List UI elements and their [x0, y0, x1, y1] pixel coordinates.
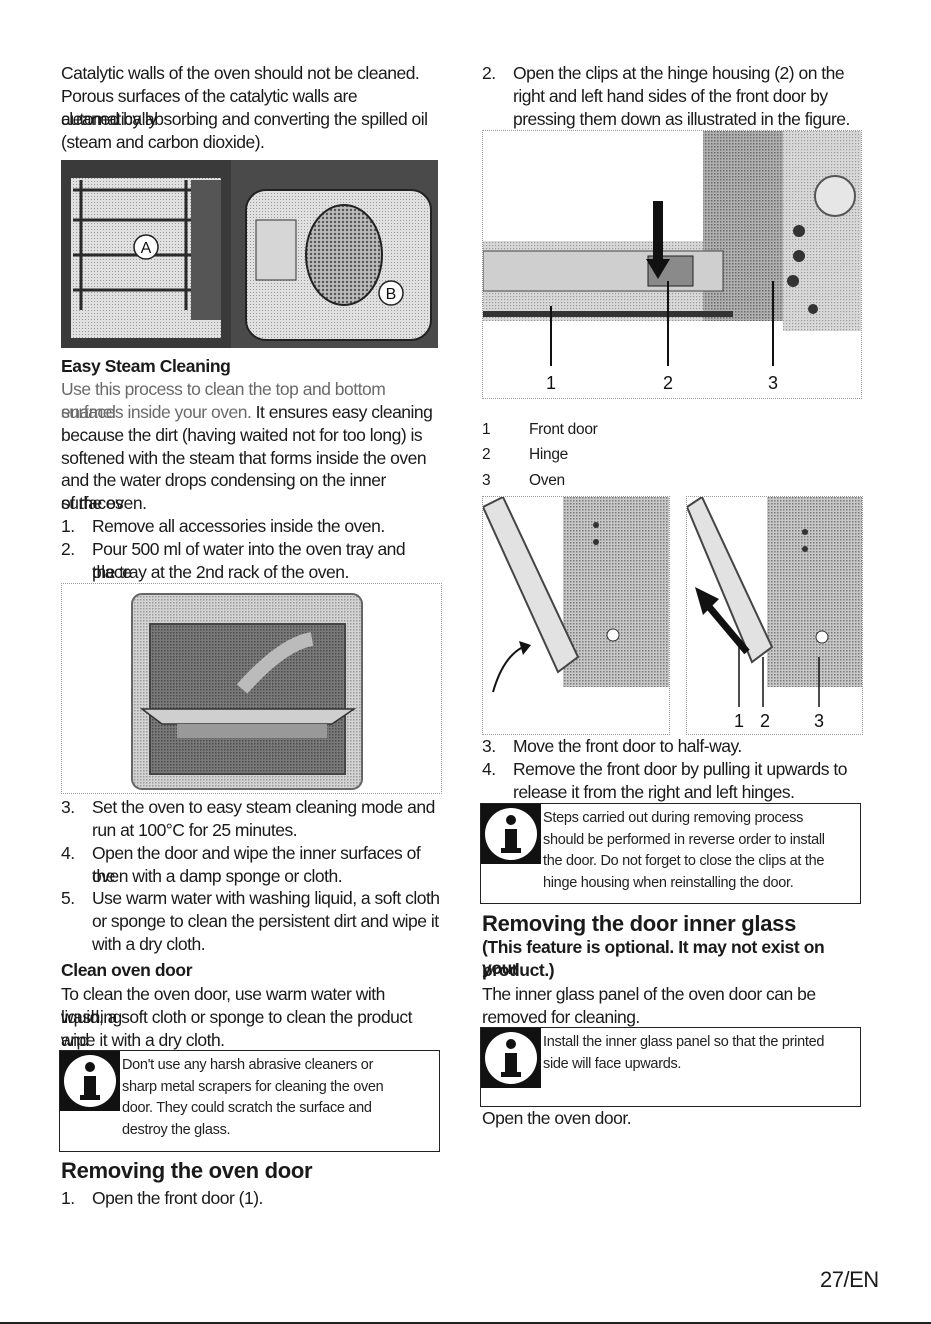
note-line: door. They could scratch the surface and — [122, 1100, 372, 1116]
step-text: Move the front door to half-way. — [513, 736, 742, 756]
note-line: should be performed in reverse order to … — [543, 831, 825, 848]
optional-subtitle: product.) — [482, 960, 555, 980]
door-line: To clean the oven door, use warm water w… — [61, 984, 385, 1027]
fig-number: 3 — [768, 373, 778, 393]
info-icon — [481, 804, 541, 864]
steam-line: because the dirt (having waited not for … — [61, 425, 423, 445]
door-lift-figure: 1 2 3 — [686, 496, 863, 735]
install-note: Install the inner glass panel so that th… — [480, 1027, 861, 1107]
door-line: liquid, a soft cloth or sponge to clean … — [61, 1007, 413, 1050]
label-b: B — [386, 286, 397, 303]
legend-label: Oven — [529, 472, 565, 489]
note-line: side will face upwards. — [543, 1055, 682, 1072]
step-text: with a dry cloth. — [92, 934, 206, 954]
step-number: 3. — [61, 797, 75, 817]
step-number: 4. — [482, 759, 496, 779]
info-icon — [481, 1028, 541, 1088]
step-number: 1. — [61, 516, 75, 536]
note-line: Install the inner glass panel so that th… — [543, 1034, 825, 1050]
legend-number: 2 — [482, 446, 491, 463]
fig-number: 1 — [546, 373, 556, 393]
label-a: A — [141, 240, 152, 257]
page-number: 27/EN — [820, 1267, 879, 1292]
warning-note: Don't use any harsh abrasive cleaners or… — [59, 1050, 440, 1152]
step-number: 4. — [61, 843, 75, 863]
step-text: release it from the right and left hinge… — [513, 782, 795, 802]
step-text: pressing them down as illustrated in the… — [513, 109, 850, 129]
step-number: 2. — [482, 63, 496, 83]
note-line: sharp metal scrapers for cleaning the ov… — [122, 1078, 384, 1095]
step-number: 1. — [61, 1188, 75, 1208]
steam-cleaning-title: Easy Steam Cleaning — [61, 356, 231, 376]
step-text: Remove the front door by pulling it upwa… — [513, 759, 848, 779]
step-text: Remove all accessories inside the oven. — [92, 516, 385, 536]
step-text: Open the clips at the hinge housing (2) … — [513, 63, 845, 83]
note-text: Don't use any harsh abrasive cleaners or… — [122, 1055, 433, 1141]
fig-number: 2 — [760, 711, 770, 731]
step-text: Use warm water with washing liquid, a so… — [92, 888, 440, 908]
note-text: Steps carried out during removing proces… — [543, 808, 854, 894]
legend-number: 3 — [482, 472, 491, 489]
step-number: 5. — [61, 888, 75, 908]
hinge-figure: 1 2 3 — [482, 130, 862, 399]
step-text: run at 100°C for 25 minutes. — [92, 820, 298, 840]
note-text: Install the inner glass panel so that th… — [543, 1032, 854, 1075]
legend-number: 1 — [482, 421, 491, 438]
step-number: 3. — [482, 736, 496, 756]
step-text: oven with a damp sponge or cloth. — [92, 866, 343, 886]
info-note: Steps carried out during removing proces… — [480, 803, 861, 904]
step-text: the tray at the 2nd rack of the oven. — [92, 562, 349, 582]
door-line: wipe it with a dry cloth. — [61, 1030, 225, 1050]
intro-line: (steam and carbon dioxide). — [61, 132, 265, 152]
label-a-circle — [133, 234, 159, 260]
note-line: hinge housing when reinstalling the door… — [543, 874, 794, 891]
inner-glass-title: Removing the door inner glass — [482, 911, 797, 936]
step-text: Open the door and wipe the inner surface… — [92, 843, 421, 886]
intro-line: Porous surfaces of the catalytic walls a… — [61, 86, 358, 129]
clean-door-title: Clean oven door — [61, 960, 193, 980]
note-line: Steps carried out during removing proces… — [543, 810, 804, 826]
catalytic-walls-figure: A B — [61, 160, 438, 348]
legend-label: Hinge — [529, 446, 568, 463]
steam-line: and the water drops condensing on the in… — [61, 470, 386, 513]
legend-label: Front door — [529, 421, 598, 438]
fig-number: 3 — [814, 711, 824, 731]
step-text: or sponge to clean the persistent dirt a… — [92, 911, 439, 931]
note-line: destroy the glass. — [122, 1121, 231, 1138]
final-step: Open the oven door. — [482, 1108, 632, 1128]
note-line: the door. Do not forget to close the cli… — [543, 853, 825, 869]
steam-line: of the oven. — [61, 493, 147, 513]
steam-line: Use this process to clean the top and bo… — [61, 379, 386, 422]
steam-line: surfaces inside your oven. It ensures ea… — [61, 402, 433, 422]
intro-line: Catalytic walls of the oven should not b… — [61, 63, 420, 83]
step-text: Set the oven to easy steam cleaning mode… — [92, 797, 435, 817]
label-b-circle — [378, 280, 404, 306]
note-line: Don't use any harsh abrasive cleaners or — [122, 1057, 374, 1073]
step-number: 2. — [61, 539, 75, 559]
oven-tray-figure — [61, 583, 442, 794]
step-text: Pour 500 ml of water into the oven tray … — [92, 539, 406, 582]
bottom-rule — [0, 1322, 931, 1324]
intro-line: cleaned by absorbing and converting the … — [61, 109, 428, 129]
fig-number: 2 — [663, 373, 673, 393]
steam-line: softened with the steam that forms insid… — [61, 448, 427, 468]
glass-line: removed for cleaning. — [482, 1007, 640, 1027]
step-text: Open the front door (1). — [92, 1188, 263, 1208]
removing-door-title: Removing the oven door — [61, 1158, 313, 1183]
step-text: right and left hand sides of the front d… — [513, 86, 828, 106]
steam-line-faint: surfaces inside your oven. — [61, 402, 252, 422]
optional-subtitle: (This feature is optional. It may not ex… — [482, 937, 825, 978]
door-halfway-figure — [482, 496, 670, 735]
info-icon — [60, 1051, 120, 1111]
fig-number: 1 — [734, 711, 744, 731]
glass-line: The inner glass panel of the oven door c… — [482, 984, 816, 1004]
